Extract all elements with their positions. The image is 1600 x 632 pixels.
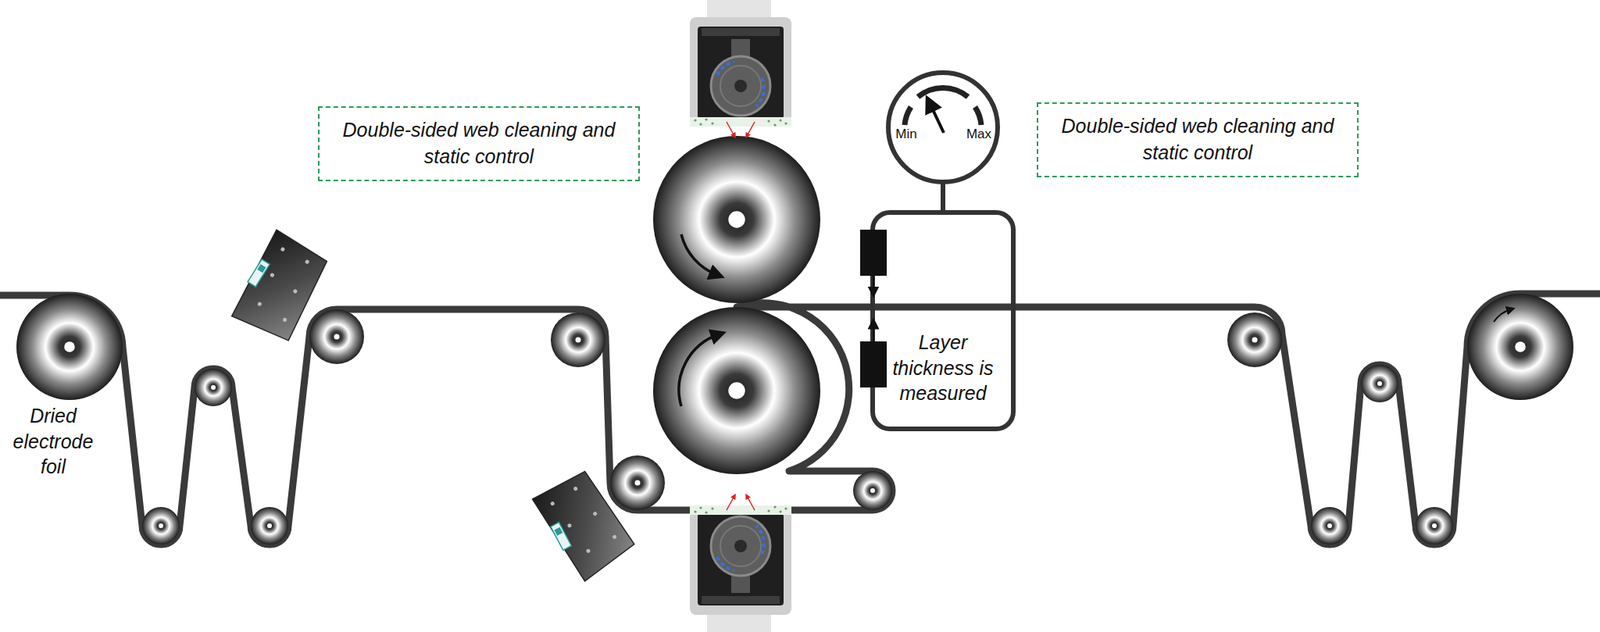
measurement-note: Layer thickness is measured <box>884 329 1002 407</box>
roller-hub <box>334 334 340 340</box>
cleaning-head-bottom <box>689 496 792 632</box>
thickness-sensor <box>860 229 887 276</box>
ionizer-bar-bottom <box>532 467 640 586</box>
roller <box>1360 364 1399 403</box>
roller-hub <box>1327 523 1333 529</box>
thickness-sensor <box>860 341 887 388</box>
sensor-beam <box>872 275 875 293</box>
roller <box>1415 507 1454 545</box>
roller-hub <box>158 523 164 529</box>
roller <box>853 471 893 511</box>
callout-box: Double-sided web cleaning and static con… <box>1036 102 1359 178</box>
roller <box>309 309 365 365</box>
roller-group <box>16 135 1574 545</box>
gauge-dial <box>888 72 998 183</box>
sensor-beam <box>872 323 875 342</box>
roller <box>610 455 665 511</box>
roller <box>653 135 821 304</box>
roller-hub <box>1377 381 1383 386</box>
callout-text: Double-sided web cleaning and static con… <box>333 117 625 171</box>
roller <box>142 507 180 545</box>
gauge-needle <box>929 103 944 133</box>
material-label: Dried electrode foil <box>10 403 97 480</box>
gauge-scale <box>904 87 982 125</box>
electrode-web <box>0 293 1600 545</box>
rotation-arrow <box>1493 309 1511 322</box>
gauge-stem <box>940 183 946 213</box>
cleaning-head-top <box>689 0 792 136</box>
rotation-arrow <box>681 234 718 275</box>
roller-hub <box>728 382 745 399</box>
callout-text: Double-sided web cleaning and static con… <box>1052 113 1343 167</box>
roller <box>250 507 289 545</box>
roller <box>16 293 123 400</box>
roller-hub <box>210 385 216 390</box>
roller-hub <box>1252 337 1258 343</box>
roller-hub <box>575 337 582 343</box>
roller-hub <box>1514 341 1526 353</box>
callout-box: Double-sided web cleaning and static con… <box>317 106 640 182</box>
rotation-arrow <box>678 334 719 407</box>
scale-label: Min <box>893 125 918 143</box>
roller-hub <box>870 488 875 493</box>
roller-hub <box>1432 523 1437 529</box>
roller <box>1227 312 1283 368</box>
roller <box>1467 293 1574 400</box>
scale-label: Max <box>964 125 993 143</box>
roller <box>194 368 233 407</box>
roller-hub <box>267 523 272 529</box>
ionizer-bar-top <box>225 229 335 349</box>
roller-hub <box>64 341 75 353</box>
roller <box>550 312 606 368</box>
roller <box>653 307 821 475</box>
roller <box>1310 507 1349 545</box>
roller-hub <box>635 480 641 486</box>
gauge-loop <box>872 212 1014 429</box>
roller-hub <box>728 210 745 228</box>
